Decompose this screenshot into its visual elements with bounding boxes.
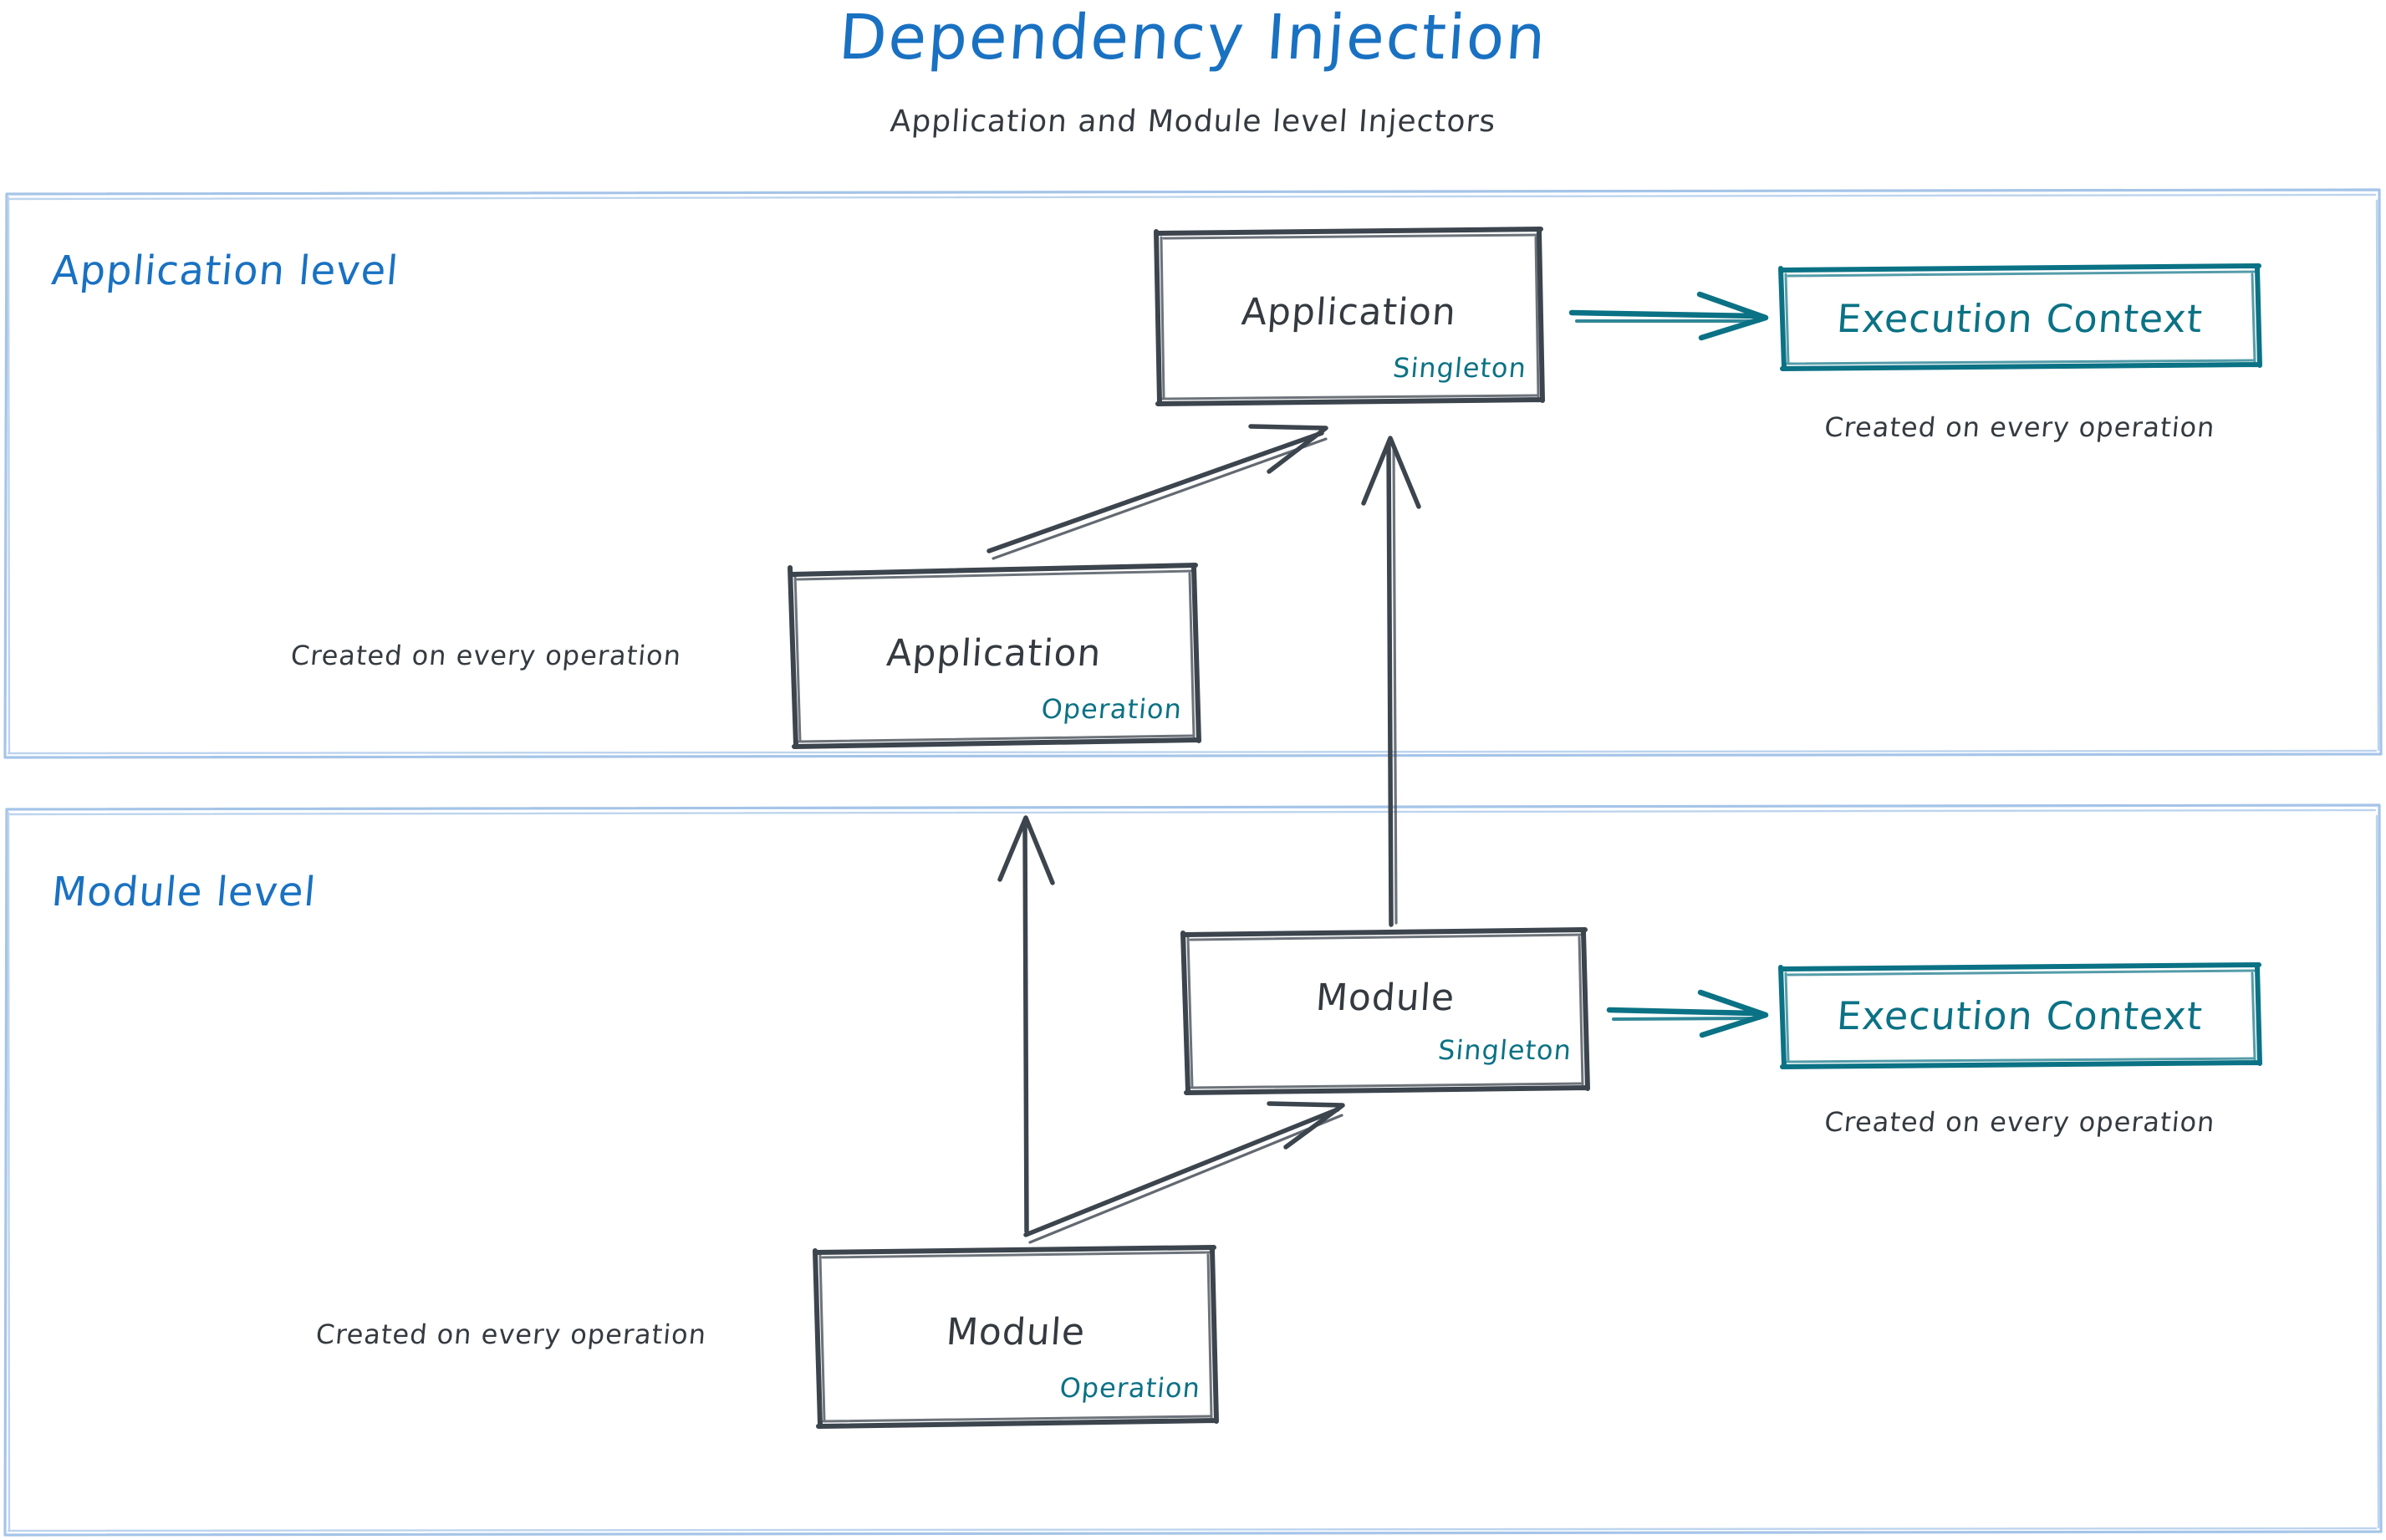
- node-box-application-execution-context[interactable]: [1778, 263, 2262, 371]
- panel-label-application-level: Application level: [49, 247, 401, 294]
- node-box-module-singleton[interactable]: [1180, 927, 1590, 1095]
- node-box-module-execution-context[interactable]: [1778, 962, 2262, 1069]
- edge-module-operation-to-application-operation: [997, 815, 1055, 1234]
- node-box-module-operation[interactable]: [813, 1245, 1219, 1429]
- page-title: Dependency Injection: [836, 2, 1550, 74]
- node-title-application-operation: Application: [885, 632, 1104, 675]
- node-box-application-operation[interactable]: [788, 563, 1201, 749]
- panel-frame-module-level: [3, 803, 2383, 1537]
- node-scope-module-singleton: Singleton: [1436, 1034, 1573, 1066]
- edge-module-singleton-to-execution-context: [1606, 989, 1769, 1038]
- page-subtitle: Application and Module level Injectors: [889, 105, 1497, 139]
- node-title-module-operation: Module: [945, 1311, 1087, 1354]
- node-box-application-singleton[interactable]: [1154, 227, 1545, 406]
- panel-label-module-level: Module level: [49, 869, 319, 915]
- caption-application-execution-context: Created on every operation: [1823, 411, 2217, 443]
- edge-module-operation-to-module-singleton: [1023, 1101, 1345, 1244]
- node-title-application-singleton: Application: [1240, 291, 1458, 334]
- node-title-module-execution-context: Execution Context: [1835, 993, 2205, 1038]
- caption-module-operation: Created on every operation: [314, 1318, 708, 1350]
- node-title-application-execution-context: Execution Context: [1835, 296, 2205, 341]
- edge-module-singleton-to-application-singleton: [1361, 436, 1421, 927]
- node-scope-module-operation: Operation: [1058, 1372, 1202, 1404]
- panel-frame-application-level: [3, 188, 2383, 759]
- node-title-module-singleton: Module: [1314, 977, 1456, 1019]
- edge-application-operation-to-application-singleton: [987, 424, 1328, 560]
- node-scope-application-singleton: Singleton: [1391, 352, 1528, 384]
- caption-module-execution-context: Created on every operation: [1823, 1106, 2217, 1138]
- node-scope-application-operation: Operation: [1040, 693, 1184, 725]
- edge-application-singleton-to-execution-context: [1568, 291, 1769, 341]
- caption-application-operation: Created on every operation: [289, 640, 683, 671]
